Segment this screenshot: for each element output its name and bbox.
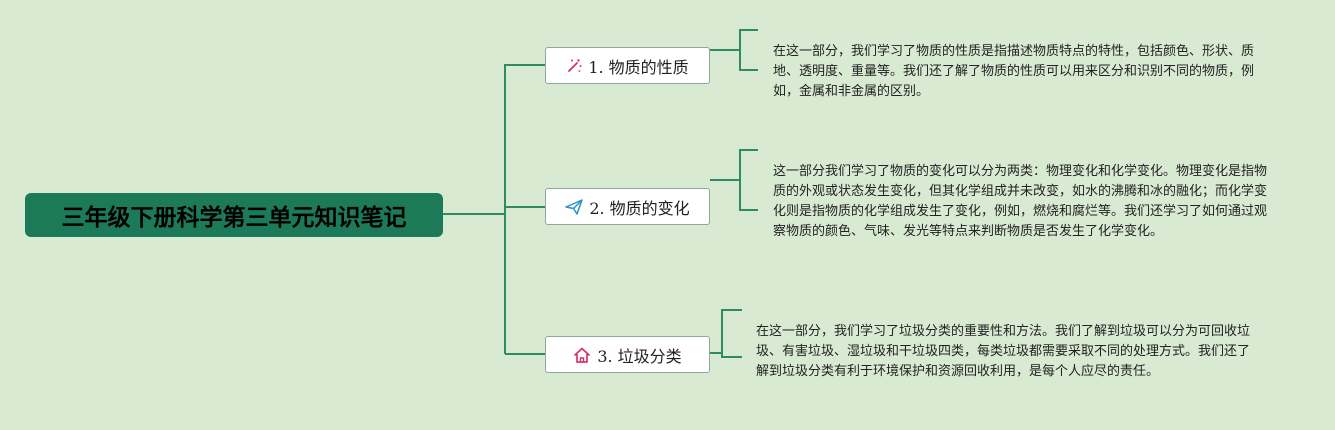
note-2: 这一部分我们学习了物质的变化可以分为两类：物理变化和化学变化。物理变化是指物质的… [773,164,1268,239]
note-2-bracket [739,149,758,211]
note-1: 在这一部分，我们学习了物质的性质是指描述物质特点的特性，包括颜色、形状、质地、透… [773,44,1255,99]
branch-topic-2[interactable]: 2. 物质的变化 [545,188,710,225]
magic-wand-icon [566,58,582,74]
branch-label-3: 3. 垃圾分类 [597,346,682,366]
note-3: 在这一部分，我们学习了垃圾分类的重要性和方法。我们了解到垃圾可以分为可回收垃圾、… [756,324,1251,379]
branch-label-2: 2. 物质的变化 [589,198,690,218]
paper-plane-icon [565,198,584,215]
home-icon [573,347,591,363]
root-topic[interactable]: 三年级下册科学第三单元知识笔记 [25,193,443,237]
note-3-bracket [721,309,742,358]
root-title: 三年级下册科学第三单元知识笔记 [61,205,407,231]
branch-label-1: 1. 物质的性质 [588,57,689,77]
branch-topic-1[interactable]: 1. 物质的性质 [545,47,710,84]
note-1-bracket [739,29,758,71]
branch-topic-3[interactable]: 3. 垃圾分类 [545,336,710,373]
